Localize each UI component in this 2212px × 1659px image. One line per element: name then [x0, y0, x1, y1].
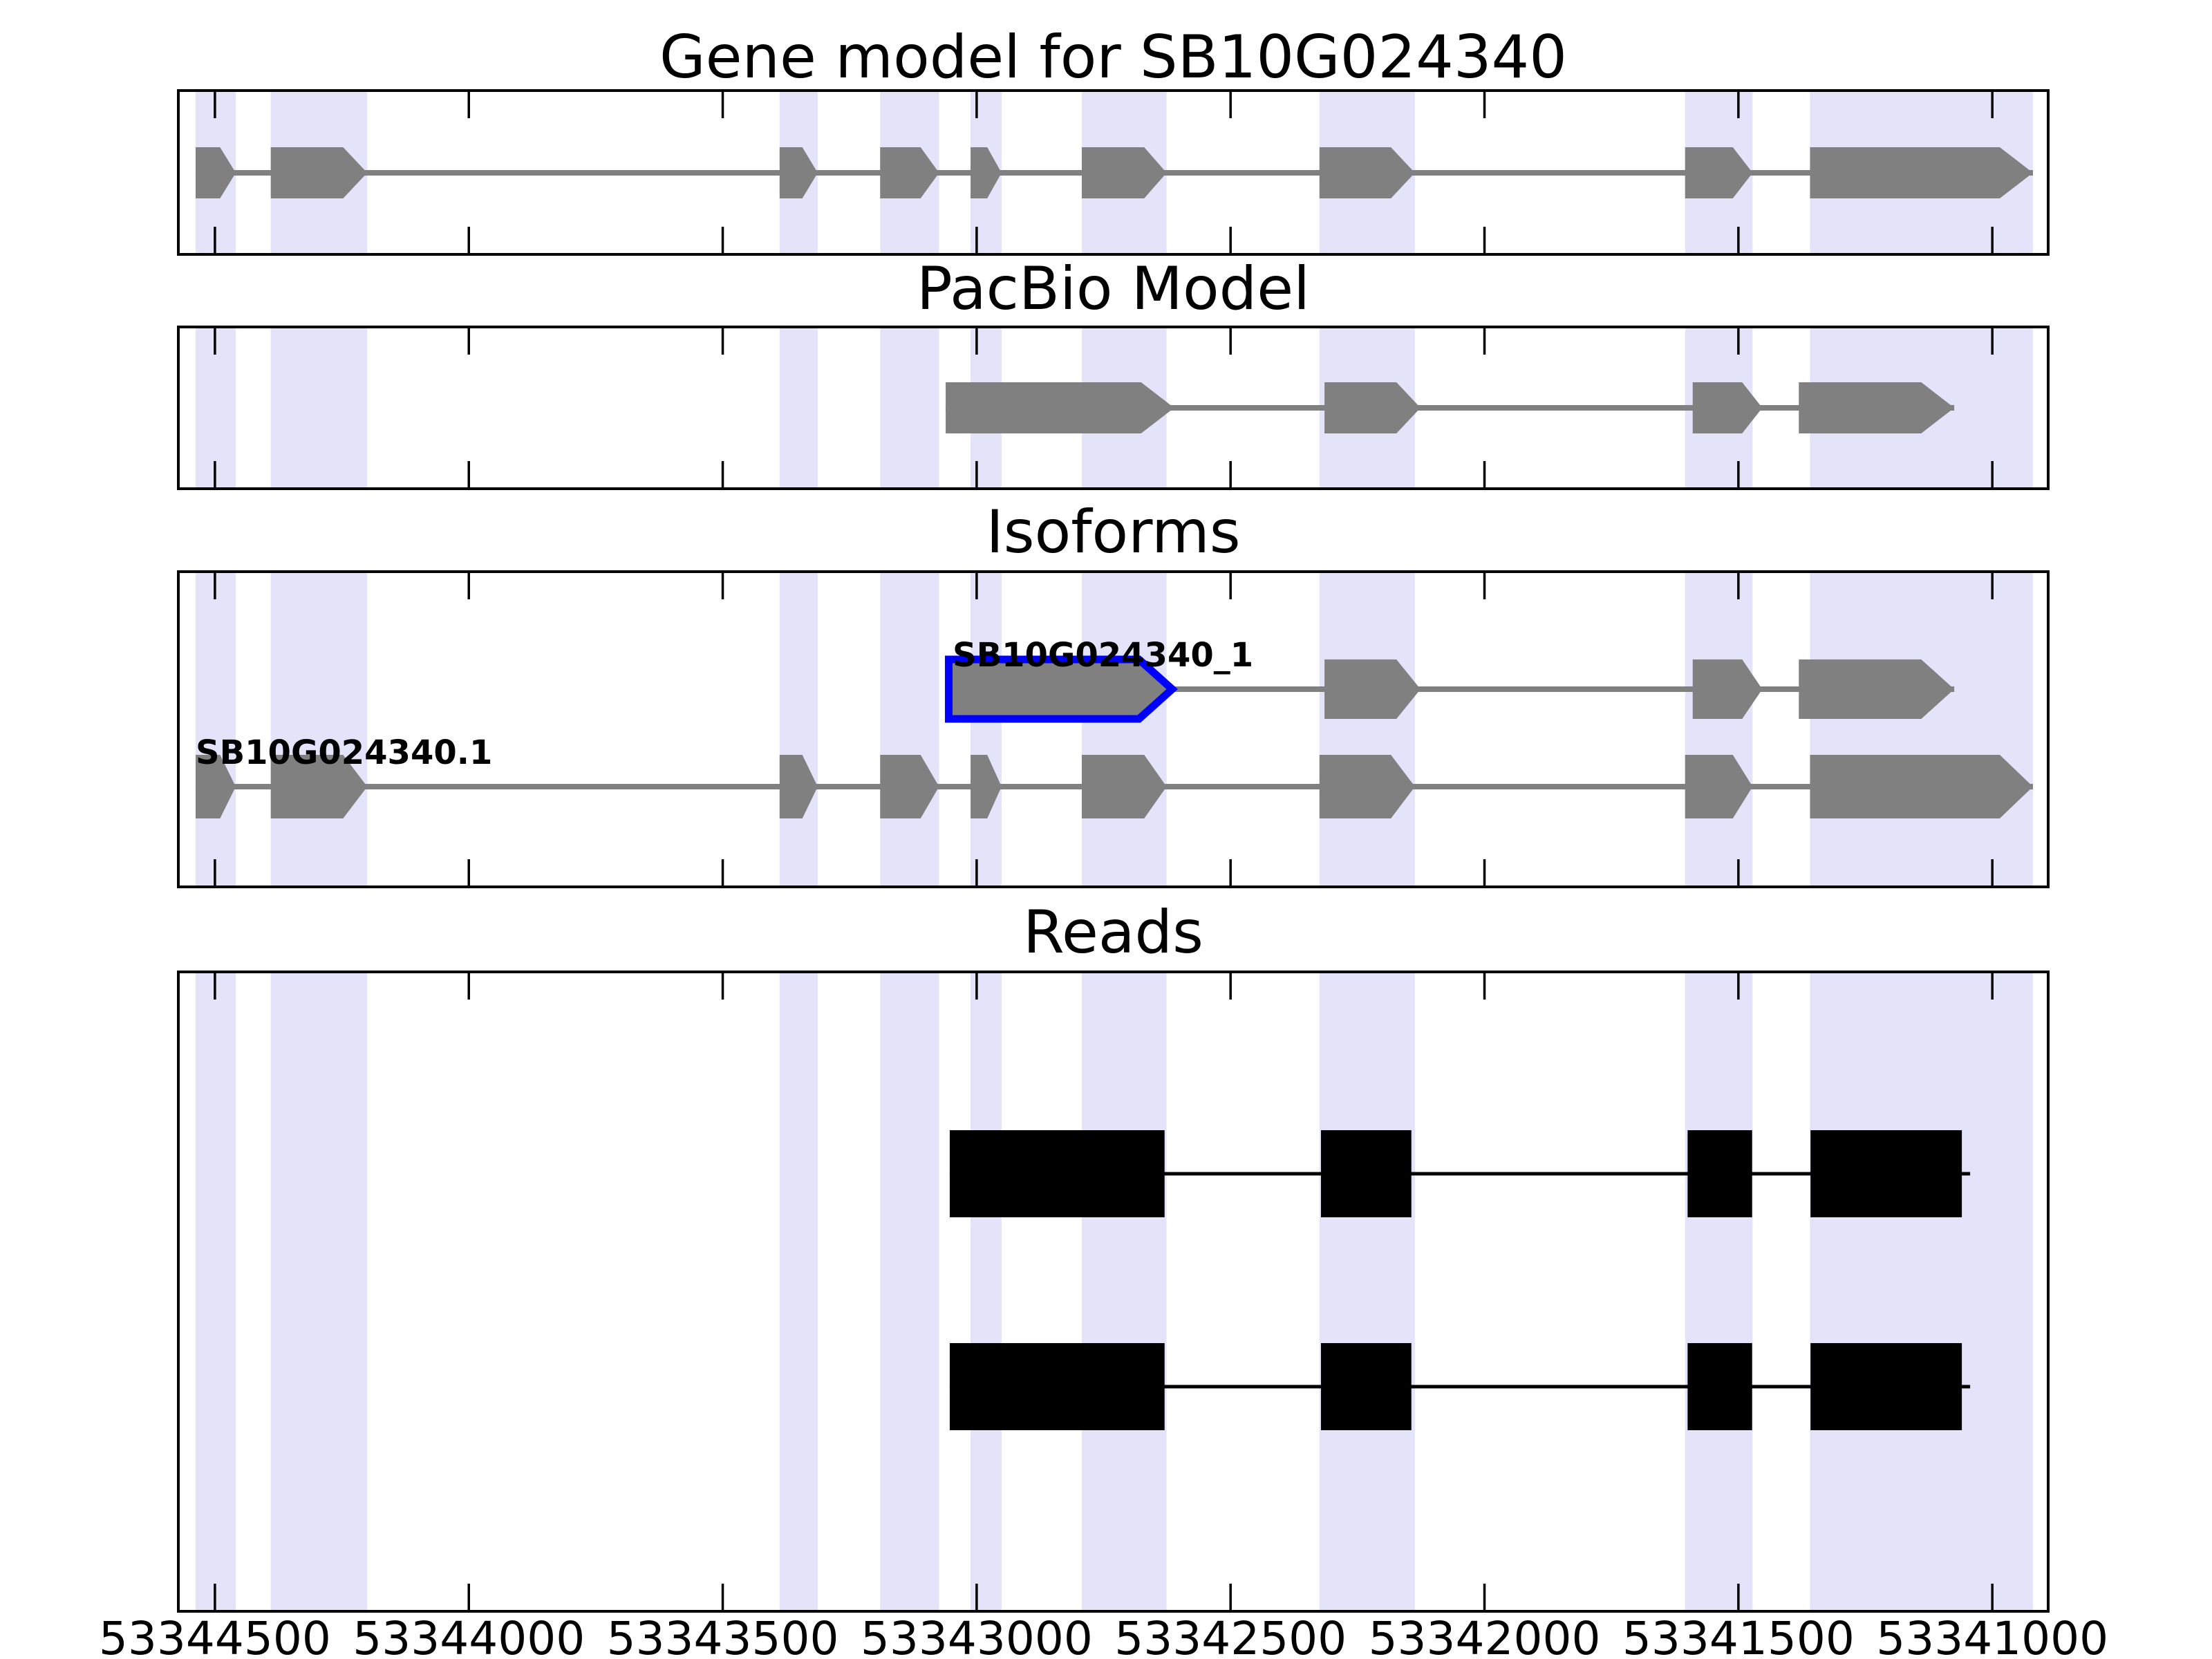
exon: [1692, 659, 1763, 719]
exon: [779, 755, 818, 818]
highlight-band: [971, 572, 1002, 887]
read-block: [1687, 1130, 1752, 1217]
highlight-band: [1685, 972, 1753, 1611]
highlight-band: [270, 972, 368, 1611]
read-block: [949, 1343, 1165, 1430]
highlight-band: [1081, 972, 1167, 1611]
highlight-band: [779, 972, 818, 1611]
x-tick-label: 53342500: [1114, 1612, 1347, 1659]
highlight-band: [195, 972, 236, 1611]
highlight-band: [1685, 572, 1753, 887]
highlight-band: [270, 327, 368, 489]
exon: [779, 147, 818, 198]
exon: [270, 147, 368, 198]
exon: [971, 147, 1002, 198]
x-tick-label: 53341500: [1622, 1612, 1855, 1659]
x-tick-label: 53343000: [860, 1612, 1093, 1659]
isoform2-label: SB10G024340.1: [196, 733, 493, 772]
x-tick-label: 53344500: [98, 1612, 331, 1659]
highlight-band: [1319, 972, 1415, 1611]
exon: [270, 755, 368, 818]
exon: [1685, 147, 1753, 198]
highlight-band: [779, 572, 818, 887]
panel-border: [177, 570, 2050, 888]
exon: [1810, 147, 2033, 198]
read-block: [949, 1130, 1165, 1217]
exon: [1081, 147, 1167, 198]
highlight-band: [195, 572, 236, 887]
exon: [1685, 755, 1753, 818]
exon: [195, 755, 236, 818]
exon: [1324, 382, 1421, 433]
panel-title-reads: Reads: [1023, 898, 1203, 967]
panel-title-isoforms: Isoforms: [986, 498, 1241, 567]
isoform1-label: SB10G024340_1: [953, 636, 1254, 675]
exon: [1319, 147, 1415, 198]
panel-title-pacbio-model: PacBio Model: [916, 254, 1311, 324]
exon: [1799, 659, 1955, 719]
highlight-band: [1810, 572, 2033, 887]
exon: [1081, 755, 1167, 818]
read-block: [1320, 1343, 1412, 1430]
read-block: [1810, 1130, 1962, 1217]
panel-border: [177, 971, 2050, 1613]
highlight-band: [270, 572, 368, 887]
highlight-band: [1081, 572, 1167, 887]
panel-title-gene-model: Gene model for SB10G024340: [659, 23, 1567, 92]
exon: [1319, 755, 1415, 818]
highlight-band: [880, 572, 939, 887]
exon: [1692, 382, 1763, 433]
read-block: [1320, 1130, 1412, 1217]
highlight-band: [1810, 972, 2033, 1611]
x-tick-label: 53342000: [1368, 1612, 1601, 1659]
exon-highlighted: [944, 655, 1178, 723]
highlight-band: [1319, 572, 1415, 887]
exon: [1799, 382, 1955, 433]
highlight-band: [880, 327, 939, 489]
exon: [880, 147, 939, 198]
highlight-band: [971, 972, 1002, 1611]
x-tick-label: 53341000: [1876, 1612, 2109, 1659]
highlight-band: [779, 327, 818, 489]
panel-border: [177, 89, 2050, 256]
read-block: [1687, 1343, 1752, 1430]
exon: [946, 382, 1174, 433]
read-block: [1810, 1343, 1962, 1430]
exon: [880, 755, 939, 818]
exon: [1810, 755, 2033, 818]
exon: [1324, 659, 1421, 719]
highlight-band: [880, 972, 939, 1611]
exon: [195, 147, 236, 198]
exon: [971, 755, 1002, 818]
x-tick-label: 53344000: [353, 1612, 585, 1659]
x-tick-label: 53343500: [606, 1612, 839, 1659]
panel-border: [177, 326, 2050, 490]
